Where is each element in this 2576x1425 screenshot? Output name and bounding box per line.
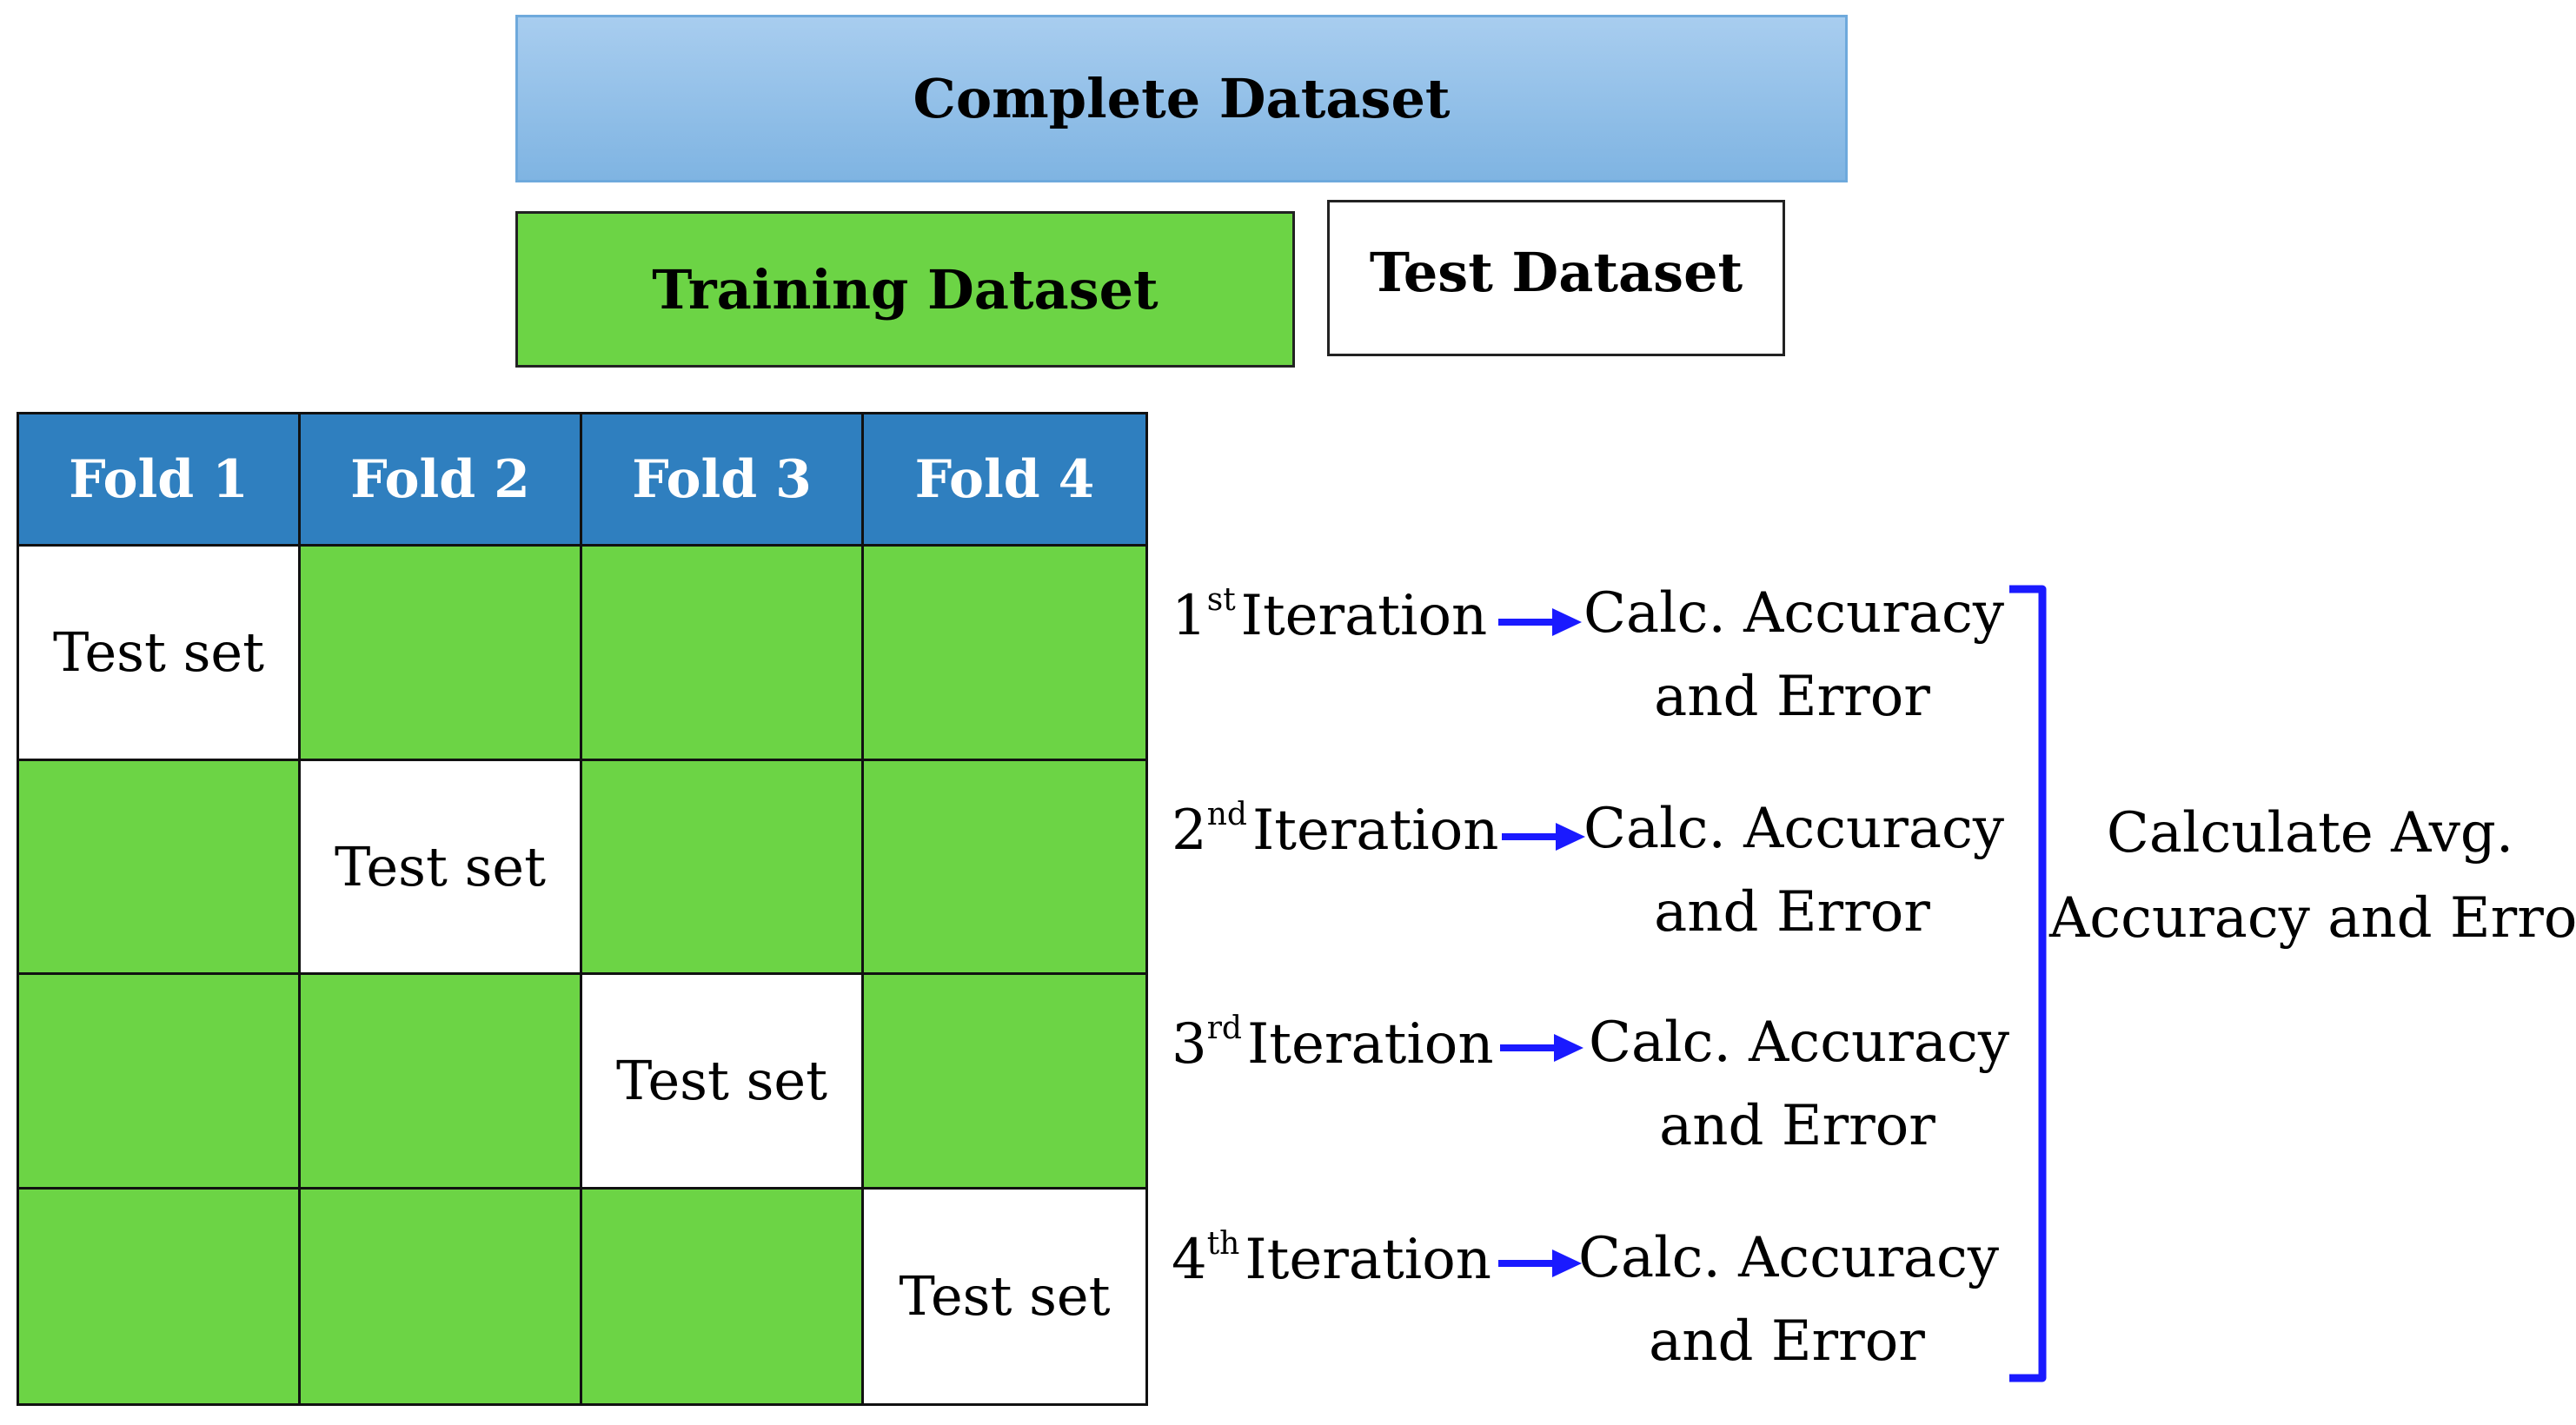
arrow-right-icon: [1500, 1034, 1583, 1062]
calc-line: and Error: [1654, 880, 1930, 944]
iteration-word: Iteration: [1240, 584, 1488, 648]
calc-line: and Error: [1654, 665, 1930, 729]
training-dataset-box: Training Dataset: [515, 211, 1295, 368]
arrow-right-icon: [1498, 1249, 1582, 1277]
grid-cell-train: [582, 1189, 864, 1403]
calc-accuracy-1: Calc. Accuracy and Error: [1583, 572, 2004, 739]
grid-cell-test: Test set: [301, 760, 582, 975]
calc-line: Calc. Accuracy: [1589, 1011, 2009, 1075]
iteration-number: 4: [1172, 1228, 1207, 1292]
average-line-1: Calculate Avg.: [2106, 801, 2514, 865]
iteration-suffix: th: [1206, 1226, 1240, 1262]
iteration-suffix: nd: [1206, 797, 1247, 832]
test-dataset-box: Test Dataset: [1327, 200, 1785, 356]
iteration-label-1: 1stIteration: [1172, 585, 1487, 645]
grid-cell-train: [582, 760, 864, 975]
grid-cell-train: [301, 547, 582, 761]
iteration-number: 3: [1172, 1012, 1207, 1077]
grid-cell-train: [301, 975, 582, 1190]
grid-cell-train: [864, 975, 1145, 1190]
grid-cell-train: [582, 547, 864, 761]
iteration-suffix: rd: [1206, 1011, 1242, 1046]
average-line-2: Accuracy and Error: [2049, 886, 2576, 951]
calc-accuracy-2: Calc. Accuracy and Error: [1583, 787, 2004, 954]
bracket-icon: [2009, 585, 2047, 1382]
grid-cell-test: Test set: [864, 1189, 1145, 1403]
calc-line: Calc. Accuracy: [1583, 797, 2004, 861]
fold-header-4: Fold 4: [864, 414, 1145, 547]
iteration-label-3: 3rdIteration: [1172, 1013, 1494, 1073]
grid-cell-train: [864, 547, 1145, 761]
fold-grid: Fold 1 Fold 2 Fold 3 Fold 4 Test set Tes…: [17, 412, 1148, 1406]
iteration-number: 1: [1172, 584, 1207, 648]
iteration-word: Iteration: [1246, 1012, 1494, 1077]
test-dataset-label: Test Dataset: [1369, 240, 1743, 304]
iteration-label-2: 2ndIteration: [1172, 799, 1499, 859]
fold-header-2: Fold 2: [301, 414, 582, 547]
calc-accuracy-3: Calc. Accuracy and Error: [1589, 1001, 2009, 1168]
calc-line: Calc. Accuracy: [1583, 581, 2004, 646]
calc-line: and Error: [1659, 1094, 1935, 1158]
calc-accuracy-4: Calc. Accuracy and Error: [1578, 1216, 1999, 1383]
fold-header-3: Fold 3: [582, 414, 864, 547]
grid-cell-test: Test set: [582, 975, 864, 1190]
iteration-label-4: 4thIteration: [1172, 1229, 1491, 1289]
iteration-word: Iteration: [1245, 1228, 1491, 1292]
grid-cell-train: [864, 760, 1145, 975]
calc-line: Calc. Accuracy: [1578, 1226, 1999, 1290]
arrow-right-icon: [1502, 823, 1585, 851]
complete-dataset-box: Complete Dataset: [515, 15, 1848, 182]
iteration-suffix: st: [1206, 582, 1236, 618]
grid-cell-train: [301, 1189, 582, 1403]
fold-header-1: Fold 1: [19, 414, 301, 547]
average-summary: Calculate Avg. Accuracy and Error: [2049, 791, 2576, 961]
arrow-right-icon: [1498, 608, 1582, 636]
complete-dataset-label: Complete Dataset: [913, 67, 1451, 130]
iteration-number: 2: [1172, 799, 1207, 863]
training-dataset-label: Training Dataset: [652, 257, 1159, 321]
grid-cell-train: [19, 1189, 301, 1403]
iteration-word: Iteration: [1251, 799, 1499, 863]
calc-line: and Error: [1649, 1309, 1925, 1374]
grid-cell-test: Test set: [19, 547, 301, 761]
grid-cell-train: [19, 760, 301, 975]
grid-cell-train: [19, 975, 301, 1190]
